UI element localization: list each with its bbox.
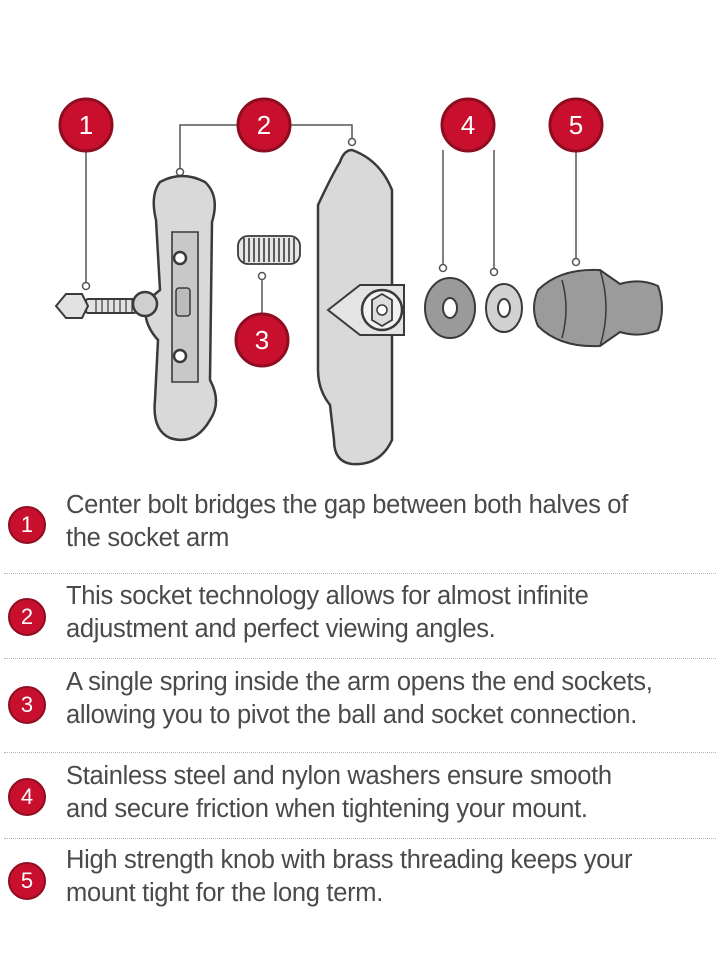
callout-5: 5 xyxy=(548,97,604,153)
spring xyxy=(237,235,301,265)
feature-number-badge: 4 xyxy=(8,778,46,816)
feature-line: Center bolt bridges the gap between both… xyxy=(66,491,628,519)
feature-line: the socket arm xyxy=(66,524,230,552)
divider xyxy=(4,752,716,753)
feature-description: Stainless steel and nylon washers ensure… xyxy=(66,760,716,826)
feature-line: adjustment and perfect viewing angles. xyxy=(66,615,496,643)
feature-description: Center bolt bridges the gap between both… xyxy=(66,489,716,555)
center-bolt xyxy=(54,293,137,319)
feature-description: This socket technology allows for almost… xyxy=(66,580,716,646)
leader-end-circles xyxy=(81,137,581,291)
callout-2-label: 2 xyxy=(257,110,271,140)
feature-number-badge: 1 xyxy=(8,506,46,544)
feature-line: Stainless steel and nylon washers ensure… xyxy=(66,762,612,790)
exploded-diagram: 1 2 3 4 5 xyxy=(54,97,663,466)
callout-1-label: 1 xyxy=(79,110,93,140)
callout-3: 3 xyxy=(234,312,290,368)
callout-4: 4 xyxy=(440,97,496,153)
feature-line: A single spring inside the arm opens the… xyxy=(66,668,653,696)
feature-number-badge: 5 xyxy=(8,862,46,900)
callout-badges: 1 2 3 4 5 xyxy=(58,97,604,368)
socket-arm-half-left xyxy=(131,174,218,442)
socket-arm-half-right xyxy=(316,148,405,466)
feature-line: and secure friction when tightening your… xyxy=(66,795,588,823)
divider xyxy=(4,658,716,659)
washers xyxy=(424,277,523,339)
feature-description: High strength knob with brass threading … xyxy=(66,844,716,910)
feature-number-badge: 2 xyxy=(8,598,46,636)
callout-1: 1 xyxy=(58,97,114,153)
callout-2: 2 xyxy=(236,97,292,153)
divider xyxy=(4,573,716,574)
callout-5-label: 5 xyxy=(569,110,583,140)
callout-3-label: 3 xyxy=(255,325,269,355)
feature-line: This socket technology allows for almost… xyxy=(66,582,589,610)
feature-line: mount tight for the long term. xyxy=(66,879,383,907)
feature-line: High strength knob with brass threading … xyxy=(66,846,633,874)
callout-4-label: 4 xyxy=(461,110,475,140)
feature-number-badge: 3 xyxy=(8,686,46,724)
divider xyxy=(4,838,716,839)
feature-line: allowing you to pivot the ball and socke… xyxy=(66,701,637,729)
knob xyxy=(533,268,663,348)
feature-description: A single spring inside the arm opens the… xyxy=(66,666,716,732)
